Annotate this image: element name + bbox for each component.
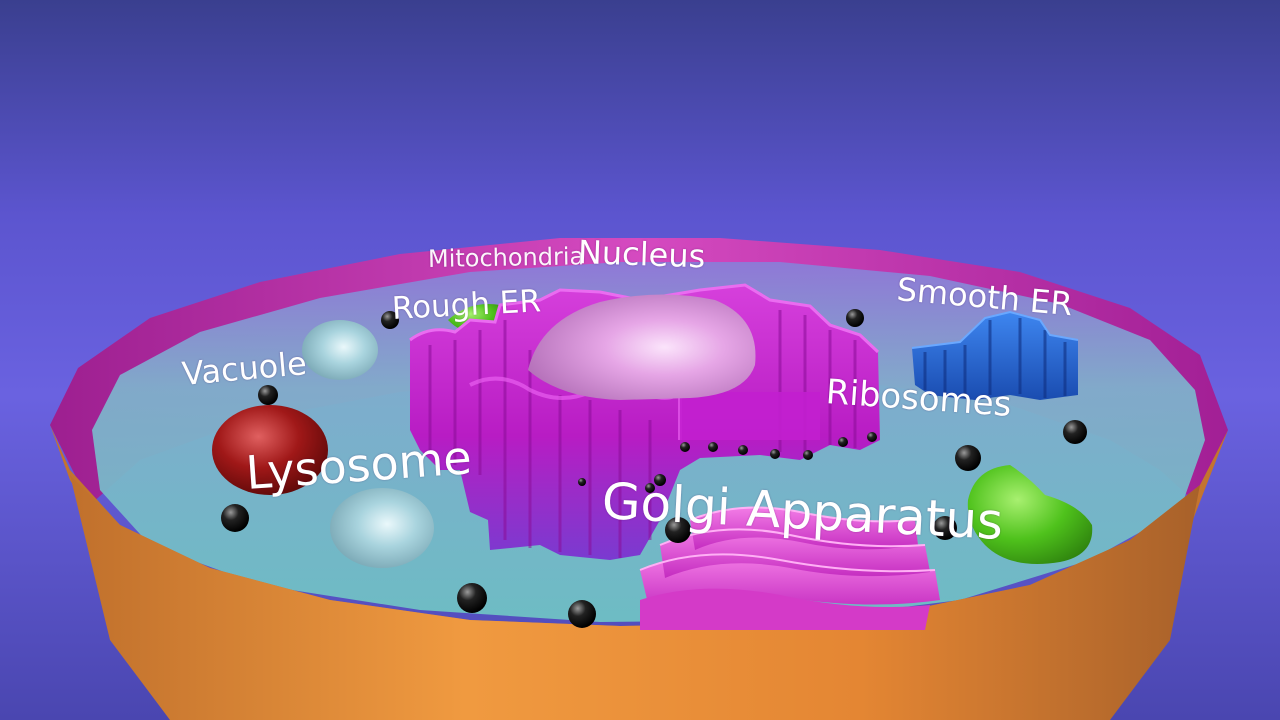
label-rough-er: Rough ER — [391, 283, 542, 327]
vacuole-front — [330, 488, 434, 568]
mitochondrion-front — [967, 465, 1093, 564]
label-mitochondria: Mitochondria — [427, 242, 585, 273]
smooth-er — [911, 310, 1079, 400]
ribosomes — [221, 309, 1087, 628]
lysosome — [212, 405, 328, 495]
cell-outer-wall-front — [70, 475, 1200, 720]
label-nucleus: Nucleus — [577, 233, 706, 276]
golgi-apparatus — [639, 506, 940, 630]
label-vacuole: Vacuole — [180, 344, 309, 393]
nucleus — [528, 294, 756, 400]
vacuole-back — [302, 320, 378, 380]
